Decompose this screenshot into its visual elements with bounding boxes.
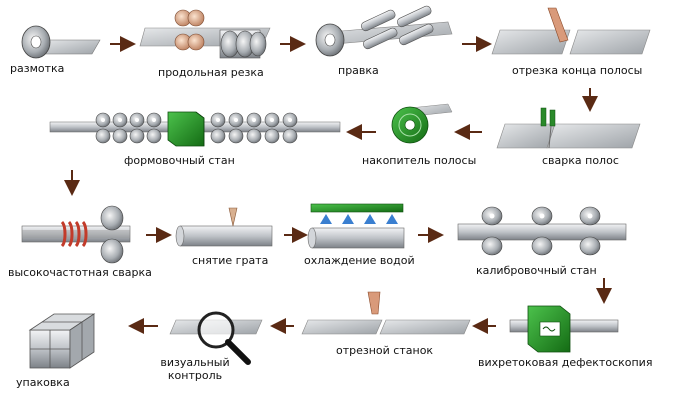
- strip-accumulator-icon: [391, 103, 453, 144]
- step-label-cutoff: отрезной станок: [336, 344, 434, 357]
- sizing-mill-icon: [457, 206, 627, 256]
- uncoiling-coil-icon: [21, 25, 101, 59]
- step-label-slitting: продольная резка: [158, 66, 264, 79]
- strip-end-cutting-icon: [491, 7, 651, 55]
- cutoff-machine-icon: [301, 291, 471, 335]
- step-label-eddy-current: вихретоковая дефектоскопия: [478, 356, 653, 369]
- step-label-accumulator: накопитель полосы: [362, 154, 477, 167]
- eddy-current-testing-icon: [509, 305, 619, 353]
- step-label-sizing-mill: калибровочный стан: [476, 264, 597, 277]
- straightening-machine-icon: [315, 5, 453, 57]
- step-label-hf-welding: высокочастотная сварка: [8, 266, 152, 279]
- magnifier-icon: [169, 311, 263, 365]
- forming-mill-icon: [49, 111, 341, 147]
- slitting-machine-icon: [139, 9, 271, 59]
- step-label-strip-welding: сварка полос: [542, 154, 619, 167]
- step-label-straightening: правка: [338, 64, 379, 77]
- hf-welding-icon: [21, 205, 131, 264]
- packaging-bundle-icon: [28, 313, 96, 369]
- deburring-icon: [175, 207, 273, 247]
- strip-welding-icon: [496, 107, 641, 149]
- step-label-uncoiling: размотка: [10, 62, 65, 75]
- step-label-deburring: снятие грата: [192, 254, 269, 267]
- step-label-water-cooling: охлаждение водой: [304, 254, 415, 267]
- step-label-forming-mill: формовочный стан: [124, 154, 235, 167]
- step-label-strip-end-cutting: отрезка конца полосы: [512, 64, 643, 77]
- water-cooling-icon: [307, 203, 405, 249]
- step-label-packaging: упаковка: [16, 376, 70, 389]
- step-label-visual-inspection: визуальный контроль: [160, 356, 230, 382]
